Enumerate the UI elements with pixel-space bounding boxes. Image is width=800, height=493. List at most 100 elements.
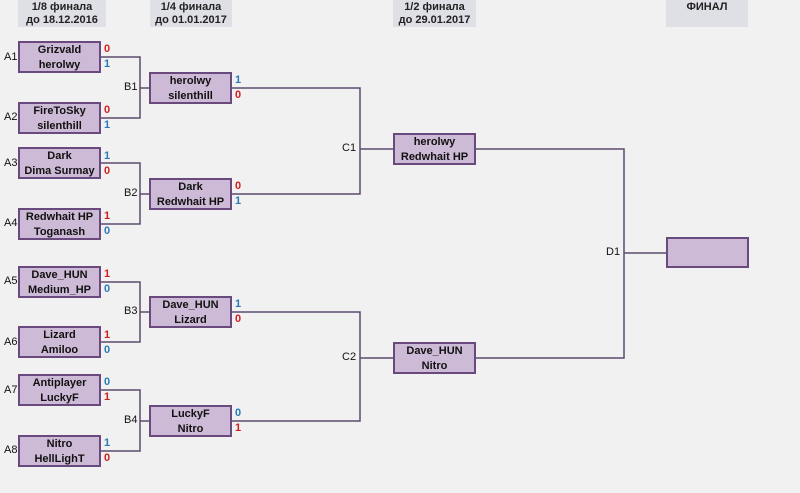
player-name: herolwy — [413, 136, 456, 148]
match-label: D1 — [606, 246, 621, 258]
player-name: Dave_HUN — [31, 269, 88, 281]
player-name — [668, 239, 747, 254]
round-header-deadline: до 29.01.2017 — [398, 14, 471, 26]
score: 0 — [104, 165, 111, 177]
connector-b1-b2-c1 — [232, 87, 393, 195]
score: 0 — [104, 283, 111, 295]
match-b4[interactable]: LuckyF Nitro — [149, 405, 232, 437]
match-label: A6 — [4, 336, 18, 348]
match-label: C1 — [342, 142, 357, 154]
player-name: LuckyF — [40, 392, 79, 404]
match-label: B2 — [124, 187, 138, 199]
player-name: Antiplayer — [32, 377, 87, 389]
score: 0 — [235, 313, 242, 325]
player-name: HellLighT — [34, 453, 85, 465]
player-name: FireToSky — [33, 105, 86, 117]
match-a8[interactable]: Nitro HellLighT — [18, 435, 101, 467]
player-name: Redwhait HP — [156, 196, 225, 208]
round-header-title: ФИНАЛ — [686, 1, 728, 13]
player-name: Dave_HUN — [406, 345, 463, 357]
score: 0 — [235, 180, 242, 192]
connector-c1-c2-d1 — [476, 148, 666, 359]
match-a3[interactable]: Dark Dima Surmay — [18, 147, 101, 179]
score: 0 — [235, 407, 242, 419]
player-name: Dark — [47, 150, 72, 162]
match-label: A8 — [4, 444, 18, 456]
player-name: Lizard — [43, 329, 76, 341]
match-label: A4 — [4, 217, 18, 229]
round-header-final: ФИНАЛ — [666, 0, 748, 27]
round-header-deadline: до 01.01.2017 — [155, 14, 227, 26]
player-name: Nitro — [421, 360, 448, 372]
match-label: A3 — [4, 157, 18, 169]
player-name: LuckyF — [171, 408, 210, 420]
player-name: herolwy — [169, 75, 212, 87]
score: 0 — [104, 225, 111, 237]
connector-b3-b4-c2 — [232, 311, 393, 422]
score: 1 — [104, 437, 111, 449]
player-name: Grizvald — [37, 44, 82, 56]
player-name: Toganash — [33, 226, 86, 238]
match-label: B1 — [124, 81, 138, 93]
player-name: Lizard — [174, 314, 207, 326]
match-a1[interactable]: Grizvald herolwy — [18, 41, 101, 73]
round-header-title: 1/2 финала — [404, 1, 465, 13]
match-a4[interactable]: Redwhait HP Toganash — [18, 208, 101, 240]
score: 1 — [104, 329, 111, 341]
match-b3[interactable]: Dave_HUN Lizard — [149, 296, 232, 328]
score: 1 — [235, 422, 242, 434]
connector-a1-a2-b1 — [101, 56, 149, 119]
match-label: A1 — [4, 51, 18, 63]
score: 0 — [104, 452, 111, 464]
match-c1[interactable]: herolwy Redwhait HP — [393, 133, 476, 165]
round-header-1-2: 1/2 финала до 29.01.2017 — [393, 0, 476, 27]
score: 0 — [104, 104, 111, 116]
match-d1[interactable] — [666, 237, 749, 268]
match-label: A5 — [4, 275, 18, 287]
score: 1 — [104, 268, 111, 280]
score: 1 — [235, 74, 242, 86]
match-c2[interactable]: Dave_HUN Nitro — [393, 342, 476, 374]
match-label: B4 — [124, 414, 138, 426]
connector-a7-a8-b4 — [101, 389, 149, 452]
connector-a5-a6-b3 — [101, 281, 149, 343]
player-name: Redwhait HP — [25, 211, 94, 223]
match-label: C2 — [342, 351, 357, 363]
score: 1 — [104, 58, 111, 70]
connector-a3-a4-b2 — [101, 162, 149, 225]
player-name: herolwy — [38, 59, 81, 71]
match-b2[interactable]: Dark Redwhait HP — [149, 178, 232, 210]
player-name: Dave_HUN — [162, 299, 219, 311]
score: 1 — [104, 210, 111, 222]
score: 0 — [235, 89, 242, 101]
player-name: Redwhait HP — [400, 151, 469, 163]
score: 1 — [104, 119, 111, 131]
player-name: Dark — [178, 181, 203, 193]
match-a6[interactable]: Lizard Amiloo — [18, 326, 101, 358]
score: 0 — [104, 344, 111, 356]
round-header-title: 1/4 финала — [160, 1, 222, 13]
round-header-1-4: 1/4 финала до 01.01.2017 — [150, 0, 232, 27]
score: 0 — [104, 376, 111, 388]
player-name: Medium_HP — [28, 284, 91, 296]
match-label: A2 — [4, 111, 18, 123]
score: 1 — [235, 195, 242, 207]
player-name: Dima Surmay — [24, 165, 95, 177]
match-a5[interactable]: Dave_HUN Medium_HP — [18, 266, 101, 298]
round-header-title: 1/8 финала — [31, 1, 93, 13]
score: 0 — [104, 43, 111, 55]
player-name: silenthill — [37, 120, 82, 132]
match-a2[interactable]: FireToSky silenthill — [18, 102, 101, 134]
match-label: B3 — [124, 305, 138, 317]
player-name: silenthill — [168, 90, 213, 102]
player-name: Nitro — [46, 438, 73, 450]
round-header-1-8: 1/8 финала до 18.12.2016 — [18, 0, 106, 27]
player-name: Nitro — [177, 423, 204, 435]
score: 1 — [104, 150, 111, 162]
match-b1[interactable]: herolwy silenthill — [149, 72, 232, 104]
match-a7[interactable]: Antiplayer LuckyF — [18, 374, 101, 406]
score: 1 — [104, 391, 111, 403]
match-label: A7 — [4, 384, 18, 396]
score: 1 — [235, 298, 242, 310]
